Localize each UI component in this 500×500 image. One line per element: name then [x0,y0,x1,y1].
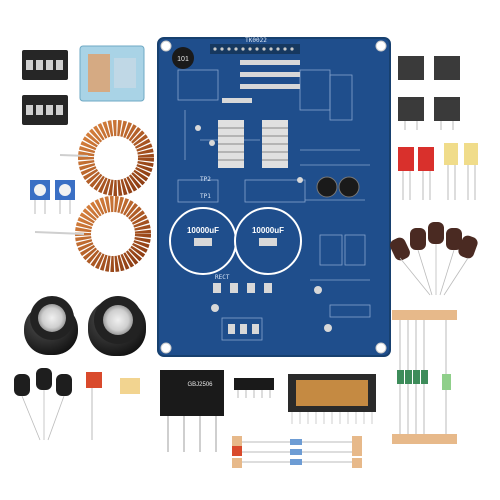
terminal-block-bottom [22,95,68,125]
resistor-tape [392,310,457,444]
cap-footprint-right: 10000uF [234,207,302,275]
mounting-hole [375,40,387,52]
inductor-label: 101 [177,56,189,63]
small-electrolytic-caps [390,222,478,296]
toroid-inductor-top [59,120,154,196]
small-electrolytic-caps-loose [14,368,72,441]
bridge-rectifier-label: GBJ2506 [187,382,213,388]
large-capacitor [88,296,146,356]
crystal [120,378,140,394]
taped-resistors [232,436,362,468]
tp2-label: TP2 [200,176,211,183]
cap-right-label: 10000uF [252,226,284,235]
tp1-label: TP1 [200,193,211,200]
toroid-inductor-bottom [34,196,151,272]
board-label: TK0022 [245,37,267,44]
mounting-hole [375,342,387,354]
large-capacitor [24,296,78,355]
rect-label: RECT [215,274,230,281]
board-capacitor [316,176,338,198]
terminal-block-top [22,50,68,80]
small-red-capacitor [86,372,102,388]
board-inductor [172,47,194,69]
mounting-hole [160,40,172,52]
cap-left-label: 10000uF [187,226,219,235]
ic-chip [234,378,274,398]
pin-header [210,44,300,54]
amplifier-module [288,374,376,424]
trimmer-pot [30,180,50,214]
cap-footprint-left: 10000uF [169,207,237,275]
yellow-capacitor [444,143,478,200]
relay [79,45,145,102]
rectifier-pads [213,283,272,293]
bridge-rectifier: GBJ2506 [160,370,224,452]
mounting-hole [160,342,172,354]
heatsink-pad-left [218,120,244,168]
red-capacitor [398,147,434,200]
trimmer-pot [55,180,75,214]
board-capacitor [338,176,360,198]
heatsink-pad-right [262,120,288,168]
pcb-board: TK0022 101 [157,37,391,357]
film-capacitor [398,56,460,130]
